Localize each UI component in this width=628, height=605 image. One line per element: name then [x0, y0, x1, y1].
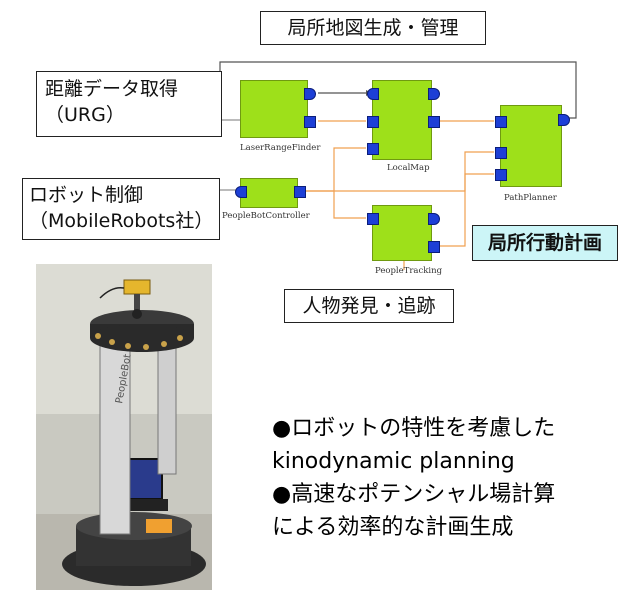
planner-data-in-port-1	[495, 116, 507, 128]
bullet-line-3: ●高速なポテンシャル場計算	[272, 482, 556, 507]
robot-control-label-line1: ロボット制御	[29, 184, 144, 206]
planner-data-in-port-3	[495, 169, 507, 181]
planner-service-out-port	[558, 114, 570, 126]
local-map-component	[367, 80, 440, 160]
localmap-service-in-port	[367, 88, 379, 100]
planner-data-in-port-2	[495, 147, 507, 159]
local-action-planning-label: 局所行動計画	[472, 225, 618, 261]
laser-range-finder-name: LaserRangeFinder	[240, 143, 321, 153]
robot-photo: PeopleBot	[36, 264, 212, 590]
localmap-data-out-port	[428, 116, 440, 128]
peoplebot-controller-component	[235, 178, 306, 208]
data-wire-tracking-planner	[438, 151, 494, 247]
data-wire-bot-localmap	[304, 147, 366, 192]
range-data-label: 距離データ取得 （URG）	[36, 71, 222, 137]
range-data-label-line1: 距離データ取得	[45, 78, 179, 100]
peoplebot-data-out-port	[294, 186, 306, 198]
robot-control-label: ロボット制御 （MobileRobots社）	[22, 178, 220, 240]
local-map-management-label: 局所地図生成・管理	[260, 11, 486, 45]
people-detection-label: 人物発見・追跡	[284, 289, 454, 323]
tracking-data-out-port	[428, 241, 440, 253]
local-map-name: LocalMap	[387, 163, 430, 173]
peoplebot-service-in-port	[235, 186, 247, 198]
laser-range-finder-component	[240, 80, 316, 138]
bullet-line-2: kinodynamic planning	[272, 449, 515, 474]
bullet-line-1: ●ロボットの特性を考慮した	[272, 416, 556, 441]
localmap-data-in-port-2	[367, 143, 379, 155]
bullet-line-4: による効率的な計画生成	[272, 515, 514, 540]
people-tracking-component	[367, 205, 440, 261]
laser-service-port	[304, 88, 316, 100]
tracking-service-out-port	[428, 213, 440, 225]
robot-control-label-line2: （MobileRobots社）	[29, 210, 214, 232]
feature-bullets: ●ロボットの特性を考慮した kinodynamic planning ●高速なポ…	[272, 412, 555, 544]
peoplebot-controller-name: PeopleBotController	[222, 211, 310, 221]
localmap-data-in-port-1	[367, 116, 379, 128]
people-tracking-name: PeopleTracking	[375, 266, 443, 276]
path-planner-component	[495, 105, 570, 187]
laser-data-out-port	[304, 116, 316, 128]
localmap-service-out-port	[428, 88, 440, 100]
range-data-label-line2: （URG）	[45, 104, 125, 126]
path-planner-name: PathPlanner	[504, 193, 557, 203]
tracking-data-in-port	[367, 213, 379, 225]
data-wire-bot-tracking	[333, 191, 366, 219]
